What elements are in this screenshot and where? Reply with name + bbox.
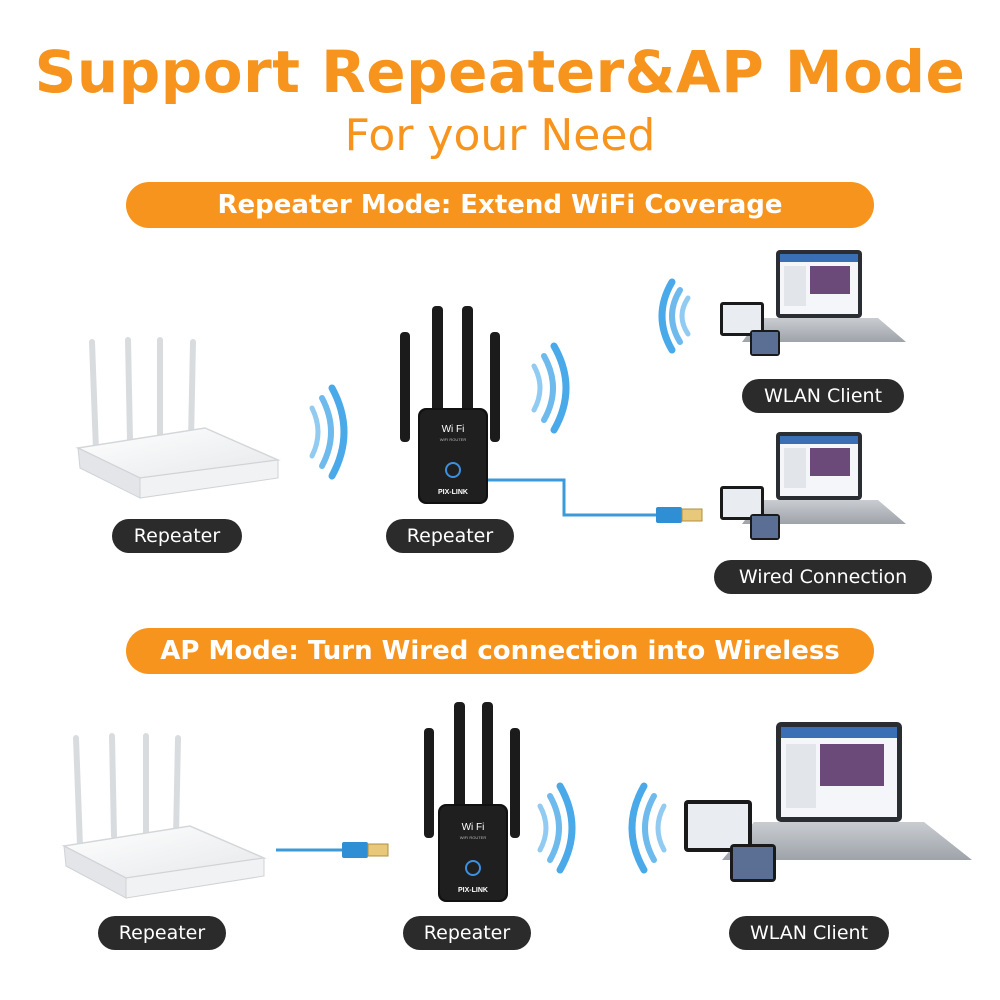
wlan-client-2-wifi-waves <box>628 782 667 874</box>
extender-1-wifi-text: Wi Fi <box>442 424 465 435</box>
power-button-icon <box>445 462 461 478</box>
wired-client-devices <box>720 432 906 540</box>
extender-1: Wi Fi WIFI ROUTER PIX-LINK <box>400 306 500 504</box>
extender-1-wifi-waves <box>531 342 570 434</box>
ap-mode-banner: AP Mode: Turn Wired connection into Wire… <box>126 628 874 674</box>
page-title: Support Repeater&AP Mode <box>34 38 966 106</box>
ethernet-cable-1 <box>488 478 703 523</box>
extender-2-wifi-waves <box>537 782 576 874</box>
extender-2-brand: PIX-LINK <box>458 887 488 894</box>
label-router-repeater-mode: Repeater <box>112 519 242 553</box>
wlan-client-2-devices <box>684 722 972 882</box>
extender-1-antennas <box>400 306 500 442</box>
wlan-client-1-devices <box>720 250 906 356</box>
router-2 <box>61 733 267 899</box>
repeater-mode-banner: Repeater Mode: Extend WiFi Coverage <box>126 182 874 228</box>
page-subtitle: For your Need <box>344 110 656 161</box>
label-wlan-client-ap-mode: WLAN Client <box>729 916 889 950</box>
wlan-client-1-wifi-waves <box>658 278 691 354</box>
router-2-antennas <box>73 733 181 849</box>
router-1-wifi-waves <box>309 384 348 480</box>
power-button-icon <box>465 860 481 876</box>
extender-1-sub-text: WIFI ROUTER <box>440 437 467 442</box>
label-wlan-client-repeater-mode: WLAN Client <box>742 379 904 413</box>
label-extender-ap-mode: Repeater <box>403 916 531 950</box>
extender-2: Wi Fi WIFI ROUTER PIX-LINK <box>424 702 520 902</box>
label-router-ap-mode: Repeater <box>98 916 226 950</box>
label-extender-repeater-mode: Repeater <box>386 519 514 553</box>
router-1 <box>75 337 281 499</box>
extender-2-wifi-text: Wi Fi <box>462 822 485 833</box>
extender-1-brand: PIX-LINK <box>438 489 468 496</box>
router-1-antennas <box>89 337 196 453</box>
ethernet-cable-2 <box>276 842 389 858</box>
extender-2-sub-text: WIFI ROUTER <box>460 835 487 840</box>
extender-2-antennas <box>424 702 520 838</box>
label-wired-connection: Wired Connection <box>714 560 932 594</box>
